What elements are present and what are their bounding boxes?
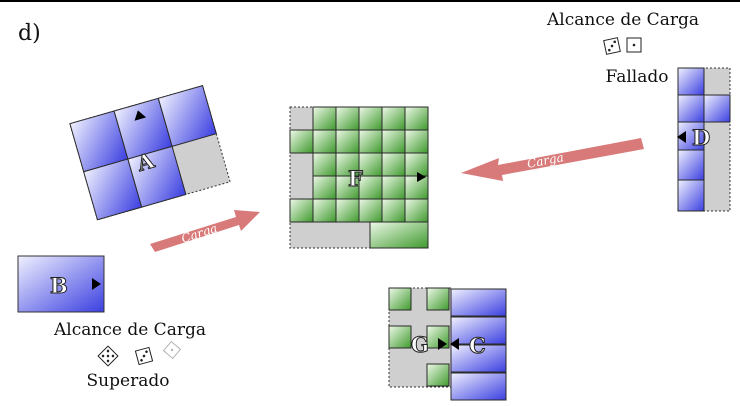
unit-F-model (404, 198, 429, 223)
charge-range-failed: Alcance de Carga Fallado (546, 10, 699, 87)
unit-C-facing-arrow (450, 338, 459, 350)
unit-A-facing-arrow (134, 110, 147, 121)
unit-F-model (404, 129, 429, 154)
unit-F: F (289, 106, 429, 249)
panel-label: d) (18, 21, 41, 46)
unit-F-model (312, 152, 337, 177)
charge-result-passed: Superado (87, 371, 170, 391)
die-icon (97, 345, 119, 367)
unit-F-model (312, 106, 337, 131)
unit-G-model (426, 287, 450, 311)
charge-result-failed: Fallado (606, 67, 669, 87)
die-icon (162, 340, 182, 360)
unit-D-model (677, 67, 705, 96)
unit-C: C (450, 288, 507, 401)
unit-D-grid (677, 67, 731, 212)
unit-C-model (450, 372, 507, 401)
unit-G-model (388, 325, 412, 349)
unit-F-model (358, 106, 383, 131)
die-icon (603, 37, 621, 55)
unit-F-model (335, 129, 360, 154)
charge-arrow-right: Carga (461, 138, 644, 181)
dice-top (603, 37, 642, 55)
unit-F-model (404, 152, 429, 177)
dice-bottom (97, 340, 182, 367)
unit-G: G (388, 287, 452, 388)
unit-G-model (388, 287, 412, 311)
unit-F-model (381, 129, 406, 154)
unit-F-model (312, 198, 337, 223)
unit-F-facing-arrow (417, 172, 426, 182)
unit-C-model (450, 288, 507, 317)
unit-B-label: B (50, 273, 68, 298)
unit-A: A (69, 85, 231, 221)
unit-C-model (450, 344, 507, 373)
unit-B: B (17, 255, 105, 313)
unit-F-model (381, 106, 406, 131)
unit-B-block (17, 255, 105, 313)
unit-A-model (157, 85, 217, 147)
charge-range-title-top: Alcance de Carga (546, 10, 699, 30)
unit-D-model (703, 94, 731, 123)
unit-C-grid (450, 288, 507, 401)
unit-B-facing-arrow (92, 278, 101, 290)
unit-G-model (426, 363, 450, 387)
unit-F-model (335, 198, 360, 223)
unit-D-model (677, 179, 705, 212)
unit-C-label: C (469, 333, 486, 358)
unit-D-model (677, 94, 705, 123)
unit-A-grid (69, 85, 217, 221)
charge-range-passed: Alcance de Carga Superado (53, 320, 206, 391)
unit-F-model (312, 175, 337, 200)
unit-D-model (677, 149, 705, 181)
unit-A-model (127, 145, 187, 208)
unit-F-model (335, 106, 360, 131)
charge-arrow-left-shape (150, 210, 260, 252)
unit-C-model (450, 316, 507, 345)
unit-G-facing-arrow (438, 338, 447, 350)
unit-F-model (381, 152, 406, 177)
unit-F-model (289, 198, 314, 223)
charge-arrow-right-shape (461, 138, 644, 181)
unit-F-model (381, 175, 406, 200)
unit-F-model (369, 221, 429, 249)
unit-F-model (289, 129, 314, 154)
unit-G-label: G (411, 332, 429, 357)
unit-F-model (358, 198, 383, 223)
die-icon (134, 346, 154, 366)
unit-D-facing-arrow (677, 131, 686, 143)
unit-D-label: D (692, 125, 710, 150)
unit-F-model (404, 175, 429, 200)
unit-F-grid (289, 106, 429, 249)
charge-arrow-left-label: Carga (180, 221, 219, 246)
unit-D: D (677, 67, 731, 212)
unit-F-model (358, 129, 383, 154)
unit-F-model (404, 106, 429, 131)
charge-arrow-left: Carga (150, 210, 260, 252)
unit-G-grid (388, 287, 450, 387)
unit-F-model (381, 198, 406, 223)
die-icon (626, 37, 642, 53)
charge-arrow-right-label: Carga (526, 150, 565, 171)
unit-F-label: F (348, 166, 363, 191)
unit-F-model (312, 129, 337, 154)
charge-range-title-bottom: Alcance de Carga (53, 320, 206, 340)
